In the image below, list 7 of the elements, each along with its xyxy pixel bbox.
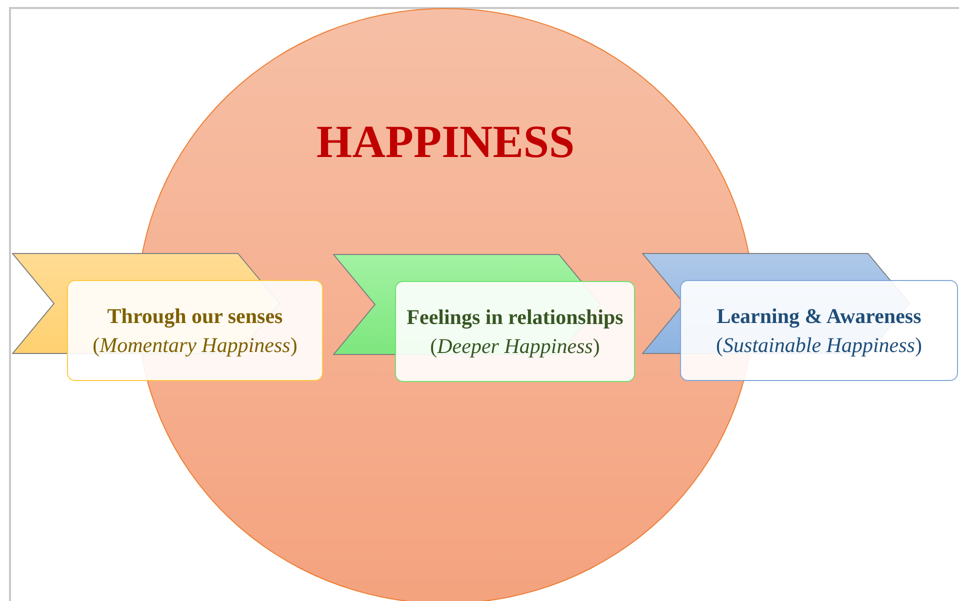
- step-subtitle: (Sustainable Happiness): [716, 332, 922, 358]
- step-heading: Through our senses: [107, 304, 283, 328]
- step-subtitle: (Momentary Happiness): [92, 332, 298, 358]
- step-heading: Learning & Awareness: [716, 304, 922, 328]
- step-heading: Feelings in relationships: [406, 304, 624, 330]
- title-text: HAPPINESS: [316, 115, 575, 169]
- step-subtitle: (Deeper Happiness): [430, 334, 600, 358]
